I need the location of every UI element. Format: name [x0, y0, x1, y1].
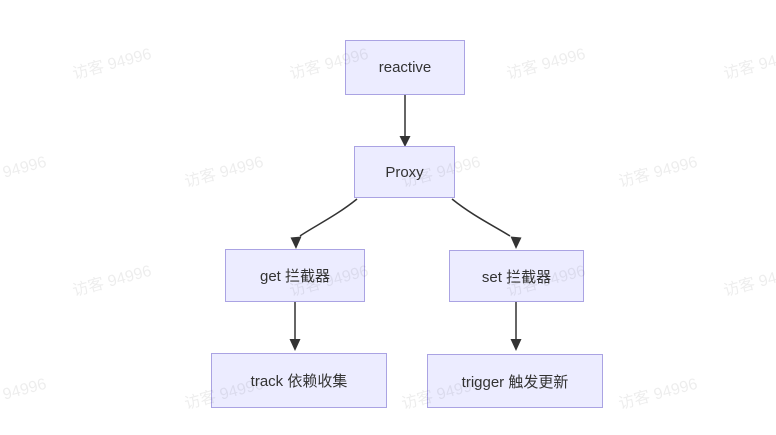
- node-proxy-label: Proxy: [385, 163, 424, 181]
- edge-proxy-set: [451, 198, 522, 249]
- node-set-label: set 拦截器: [481, 268, 552, 286]
- edge-get-track: [289, 302, 301, 351]
- node-get-interceptor: get 拦截器: [225, 249, 365, 302]
- node-track-label: track 依赖收集: [250, 373, 348, 390]
- node-set-interceptor: set 拦截器: [449, 250, 584, 302]
- node-track: track 依赖收集: [211, 353, 387, 408]
- node-reactive: reactive: [345, 40, 465, 95]
- node-trigger-label: trigger 触发更新: [461, 373, 569, 391]
- edge-reactive-proxy: [399, 95, 411, 147]
- edge-proxy-get: [290, 198, 358, 249]
- node-get-label: get 拦截器: [259, 268, 331, 285]
- edge-set-trigger: [510, 302, 522, 351]
- node-proxy: Proxy: [354, 146, 455, 198]
- node-trigger: trigger 触发更新: [427, 354, 603, 408]
- node-reactive-label: reactive: [378, 59, 432, 76]
